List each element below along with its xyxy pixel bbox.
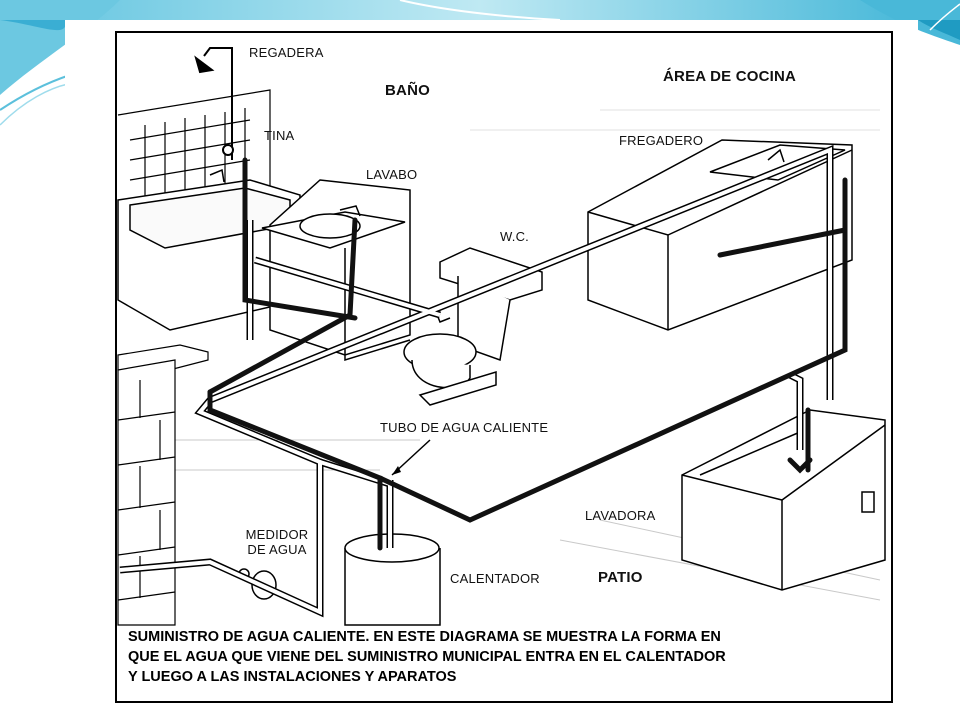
shower-fixture [194,47,234,160]
label-calentador: CALENTADOR [450,571,540,586]
kitchen-sink-counter [587,139,853,331]
toilet [403,247,543,406]
label-lavabo: LAVABO [366,167,418,182]
label-patio: PATIO [598,569,643,586]
bathtub [117,168,301,331]
diagram-caption: SUMINISTRO DE AGUA CALIENTE. EN ESTE DIA… [128,627,898,687]
label-tina: TINA [264,128,295,143]
brick-column [117,344,209,626]
caption-line-3: Y LUEGO A LAS INSTALACIONES Y APARATOS [128,669,457,685]
label-area-cocina: ÁREA DE COCINA [663,68,797,85]
label-lavadora: LAVADORA [585,508,656,523]
label-wc: W.C. [500,229,529,244]
caption-line-1: SUMINISTRO DE AGUA CALIENTE. EN ESTE DIA… [128,629,721,645]
label-bano: BAÑO [385,82,430,99]
cold-water-pipes [119,144,834,618]
hot-water-pipes [207,157,848,551]
label-regadera: REGADERA [249,45,324,60]
label-tubo-agua-caliente: TUBO DE AGUA CALIENTE [380,420,549,435]
bathroom-tile-wall [117,89,271,261]
caption-line-2: QUE EL AGUA QUE VIENE DEL SUMINISTRO MUN… [128,649,726,665]
label-medidor-de-agua: MEDIDOR DE AGUA [245,527,309,557]
label-fregadero: FREGADERO [619,133,704,148]
